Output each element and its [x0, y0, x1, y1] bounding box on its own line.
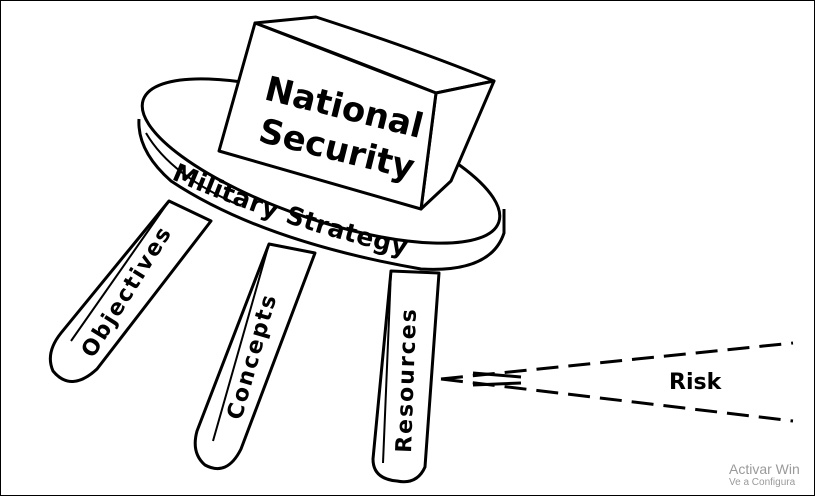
national-security-block: National Security — [217, 15, 496, 211]
leg-label-objectives: Objectives — [77, 221, 178, 362]
risk-label: Risk — [669, 370, 723, 395]
leg-resources: Resources — [371, 269, 441, 484]
leg-concepts: Concepts — [193, 242, 317, 470]
windows-activation-watermark: Activar Win Ve a Configura — [729, 461, 800, 489]
leg-objectives: Objectives — [48, 199, 213, 383]
watermark-line-1: Activar Win — [729, 461, 800, 477]
risk-wedge: Risk — [440, 341, 794, 423]
leg-label-resources: Resources — [392, 307, 422, 453]
watermark-line-2: Ve a Configura — [729, 477, 796, 488]
